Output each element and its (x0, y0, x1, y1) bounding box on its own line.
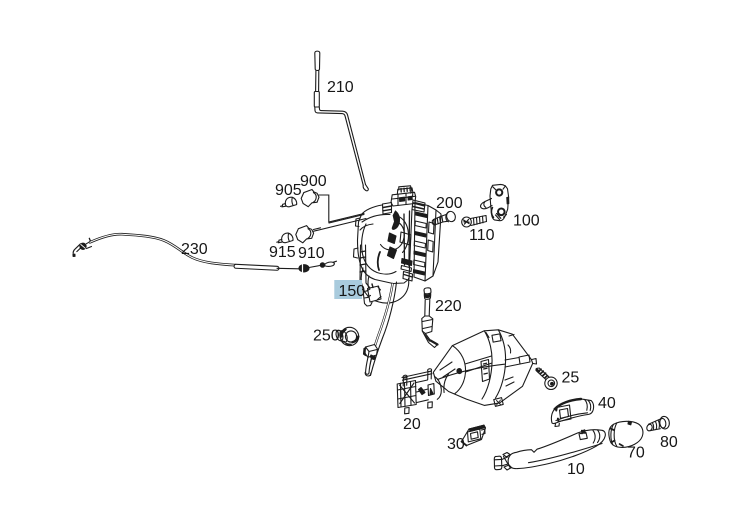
svg-text:40: 40 (598, 395, 616, 412)
svg-text:150: 150 (339, 283, 366, 300)
svg-text:915: 915 (269, 244, 296, 261)
svg-text:250: 250 (313, 328, 340, 345)
svg-text:30: 30 (447, 436, 465, 453)
svg-text:910: 910 (298, 245, 325, 262)
svg-text:900: 900 (300, 173, 327, 190)
svg-text:210: 210 (327, 79, 354, 96)
svg-text:220: 220 (435, 298, 462, 315)
svg-text:905: 905 (275, 182, 302, 199)
svg-text:230: 230 (181, 241, 208, 258)
svg-text:70: 70 (627, 445, 645, 462)
svg-text:80: 80 (660, 434, 678, 451)
svg-text:200: 200 (436, 195, 463, 212)
svg-text:25: 25 (562, 370, 580, 387)
svg-text:20: 20 (403, 416, 421, 433)
svg-text:110: 110 (469, 227, 495, 244)
svg-text:100: 100 (513, 213, 540, 230)
svg-text:10: 10 (567, 461, 585, 478)
